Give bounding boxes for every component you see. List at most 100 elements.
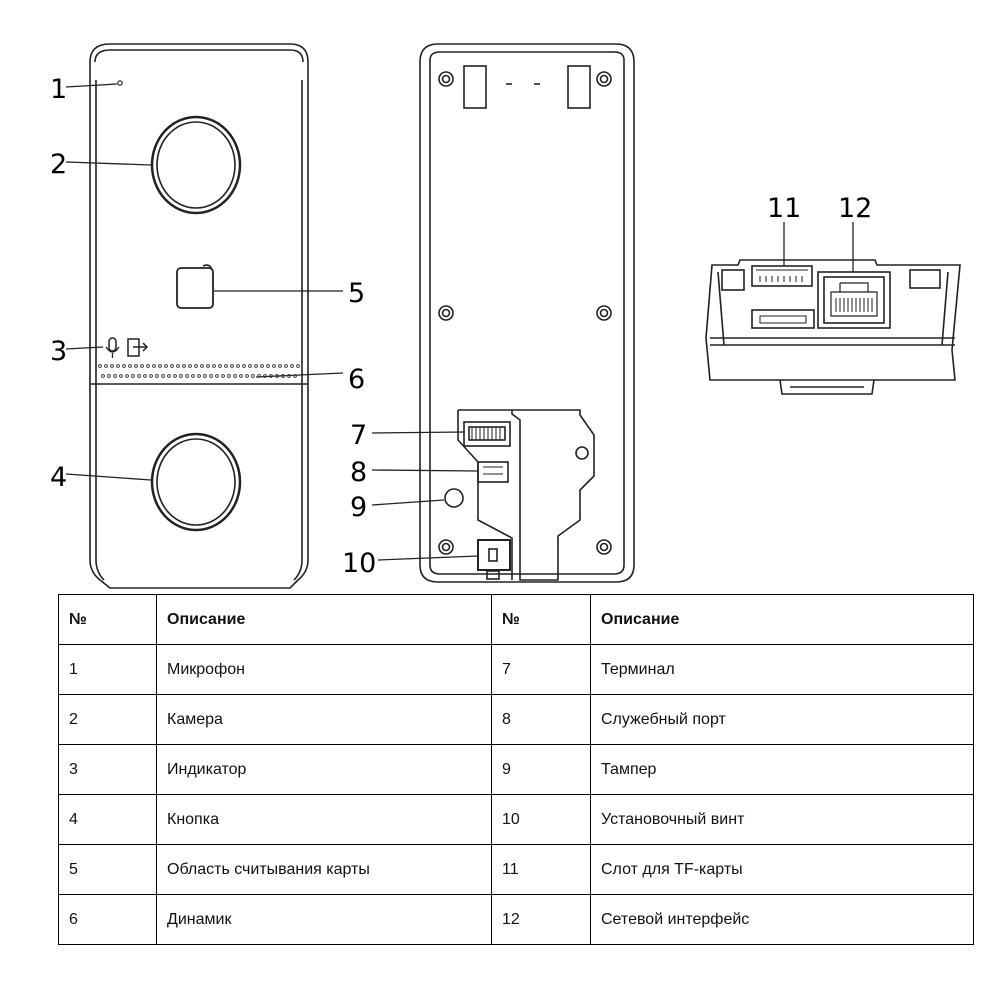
speaker-hole (143, 374, 147, 378)
speaker-hole (251, 374, 255, 378)
speaker-hole (248, 364, 252, 368)
speaker-hole (185, 374, 189, 378)
column-header-number: № (58, 594, 157, 645)
screw (438, 539, 454, 555)
table-cell: 3 (58, 744, 157, 795)
column-header-description: Описание (156, 594, 492, 645)
speaker-hole (233, 374, 237, 378)
speaker-hole (122, 364, 126, 368)
speaker-hole (140, 364, 144, 368)
speaker-hole (272, 364, 276, 368)
table-row: 4 Кнопка 10 Установочный винт (58, 794, 974, 845)
speaker-hole (203, 374, 207, 378)
microphone-icon (105, 337, 120, 358)
table-cell: Область считывания карты (156, 844, 492, 895)
table-cell: 11 (491, 844, 591, 895)
table-row: 2 Камера 8 Служебный порт (58, 694, 974, 745)
table-cell: 1 (58, 644, 157, 695)
table-row: 3 Индикатор 9 Тампер (58, 744, 974, 795)
speaker-hole (263, 374, 267, 378)
speaker-hole (257, 374, 261, 378)
table-cell: 5 (58, 844, 157, 895)
door-open-icon (127, 338, 149, 357)
speaker-hole (287, 374, 291, 378)
column-header-number: № (491, 594, 591, 645)
speaker-hole (239, 374, 243, 378)
speaker-hole (116, 364, 120, 368)
speaker-hole (158, 364, 162, 368)
table-cell: 9 (491, 744, 591, 795)
install-screw (477, 539, 511, 580)
terminal-connector (463, 421, 511, 447)
speaker-hole (260, 364, 264, 368)
screw (596, 71, 612, 87)
callout-10: 10 (342, 548, 376, 579)
table-cell: 8 (491, 694, 591, 745)
speaker-hole (134, 364, 138, 368)
speaker-hole (269, 374, 273, 378)
speaker-hole (146, 364, 150, 368)
table-cell: Камера (156, 694, 492, 745)
bottom-view (705, 259, 961, 395)
table-cell: Динамик (156, 894, 492, 945)
table-row: 6 Динамик 12 Сетевой интерфейс (58, 894, 974, 945)
speaker-hole (197, 374, 201, 378)
speaker-hole (215, 374, 219, 378)
speaker-hole (230, 364, 234, 368)
callout-6: 6 (348, 364, 365, 395)
speaker-hole (182, 364, 186, 368)
speaker-hole (290, 364, 294, 368)
speaker-hole (104, 364, 108, 368)
screw (438, 71, 454, 87)
table-row: 5 Область считывания карты 11 Слот для T… (58, 844, 974, 895)
card-reader-area (176, 267, 214, 309)
speaker-hole (296, 364, 300, 368)
speaker-hole (281, 374, 285, 378)
speaker-hole (113, 374, 117, 378)
speaker-hole (212, 364, 216, 368)
table-cell: Кнопка (156, 794, 492, 845)
table-cell: Служебный порт (590, 694, 974, 745)
callout-9: 9 (350, 492, 367, 523)
callout-7: 7 (350, 420, 367, 451)
speaker-hole (194, 364, 198, 368)
table-cell: 10 (491, 794, 591, 845)
table-cell: Индикатор (156, 744, 492, 795)
leader-lines (65, 83, 854, 561)
speaker-hole (110, 364, 114, 368)
speaker-hole (242, 364, 246, 368)
speaker-hole (179, 374, 183, 378)
speaker-hole (278, 364, 282, 368)
speaker-hole (191, 374, 195, 378)
speaker-hole (149, 374, 153, 378)
device-diagram: 1 2 3 4 5 6 7 8 9 10 11 12 (50, 43, 961, 589)
table-row: 1 Микрофон 7 Терминал (58, 644, 974, 695)
table-cell: Терминал (590, 644, 974, 695)
speaker-hole (266, 364, 270, 368)
network-port (817, 271, 891, 329)
speaker-hole (152, 364, 156, 368)
table-cell: 4 (58, 794, 157, 845)
speaker-hole (101, 374, 105, 378)
speaker-hole (275, 374, 279, 378)
table-cell: 2 (58, 694, 157, 745)
callout-8: 8 (350, 457, 367, 488)
tf-card-slot (751, 265, 813, 287)
table-cell: Установочный винт (590, 794, 974, 845)
speaker-grille (98, 364, 300, 378)
callout-2: 2 (50, 149, 67, 180)
speaker-hole (164, 364, 168, 368)
speaker-hole (200, 364, 204, 368)
speaker-hole (128, 364, 132, 368)
tamper-switch (444, 488, 464, 508)
speaker-hole (167, 374, 171, 378)
speaker-hole (173, 374, 177, 378)
speaker-hole (224, 364, 228, 368)
speaker-hole (170, 364, 174, 368)
speaker-hole (161, 374, 165, 378)
table-cell: 7 (491, 644, 591, 695)
speaker-hole (188, 364, 192, 368)
speaker-hole (209, 374, 213, 378)
speaker-hole (107, 374, 111, 378)
table-cell: Микрофон (156, 644, 492, 695)
